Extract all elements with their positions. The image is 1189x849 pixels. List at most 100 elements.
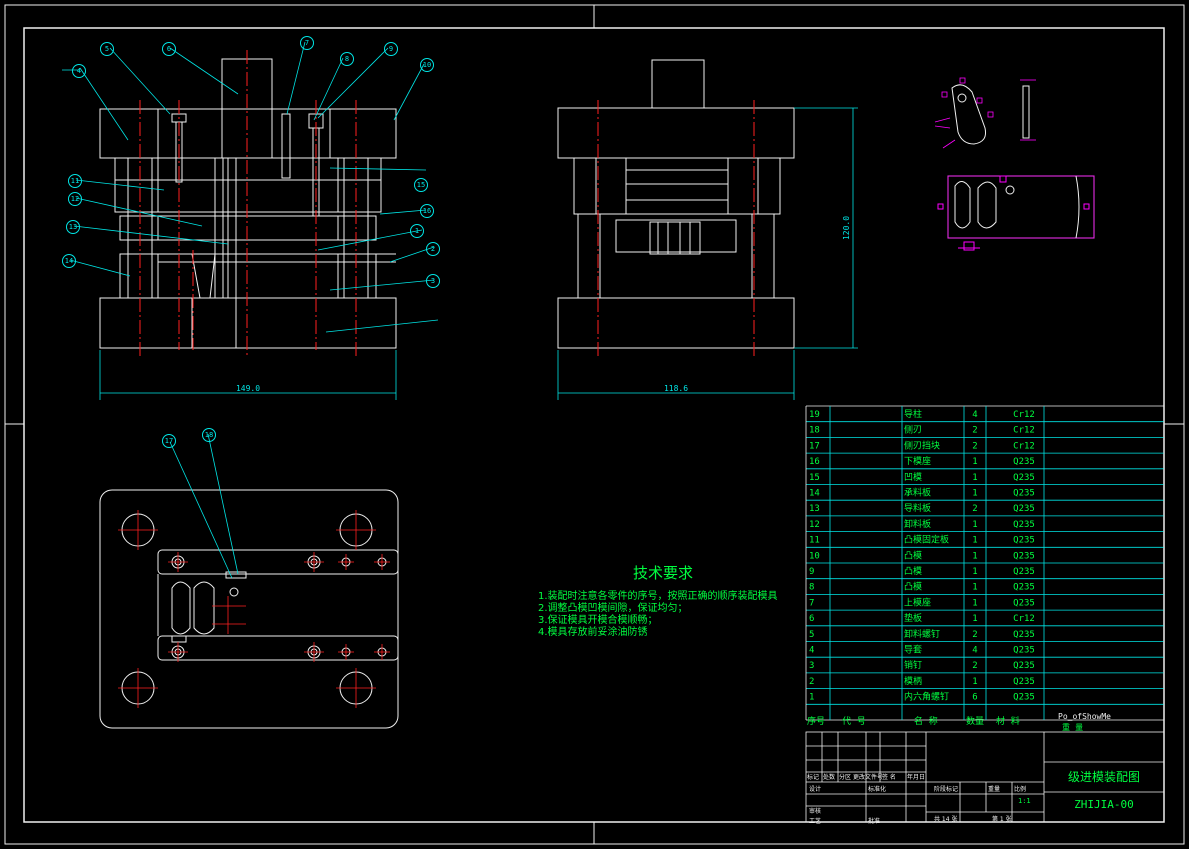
- bom-header-weight: 重 量: [1062, 723, 1084, 732]
- bom-row-5-no: 5: [809, 630, 814, 640]
- title-block-label: 年月日: [907, 774, 926, 781]
- bom-row-16-name: 下模座: [904, 455, 931, 467]
- title-block-label: 更改文件号: [853, 774, 884, 781]
- callout-6: 6: [162, 42, 176, 56]
- callout-11: 11: [68, 174, 82, 188]
- bom-row-3-material: Q235: [1013, 661, 1035, 671]
- bom-row-7-name: 上模座: [904, 596, 931, 608]
- bom-row-7-qty: 1: [972, 598, 977, 608]
- bom-row-2-qty: 1: [972, 677, 977, 687]
- tech-requirement-3: 3.保证模具开模合模顺畅；: [538, 615, 658, 626]
- bom-row-1-qty: 6: [972, 693, 977, 703]
- callout-3: 3: [426, 274, 440, 288]
- material-blank: Po_ofShowMe: [1058, 712, 1111, 721]
- bom-row-7-no: 7: [809, 598, 814, 608]
- bom-row-17-no: 17: [809, 441, 820, 451]
- bom-row-11-material: Q235: [1013, 536, 1035, 546]
- bom-row-5-material: Q235: [1013, 630, 1035, 640]
- bom-row-14-material: Q235: [1013, 489, 1035, 499]
- bom-row-9-name: 凸模: [904, 566, 922, 577]
- side-width-dimension: 118.6: [664, 384, 688, 393]
- bom-header-material: 材 料: [996, 717, 1020, 727]
- callout-5: 5: [100, 42, 114, 56]
- bom-row-18-no: 18: [809, 426, 820, 436]
- bom-row-10-name: 凸模: [904, 550, 922, 561]
- callout-4: 4: [72, 64, 86, 78]
- bom-row-6-no: 6: [809, 614, 814, 624]
- bom-row-15-no: 15: [809, 473, 820, 483]
- bom-row-5-qty: 2: [972, 630, 977, 640]
- bom-row-11-qty: 1: [972, 536, 977, 546]
- bom-row-3-name: 销钉: [904, 659, 922, 671]
- bom-row-1-name: 内六角螺钉: [904, 691, 949, 703]
- callout-7: 7: [300, 36, 314, 50]
- bom-row-15-material: Q235: [1013, 473, 1035, 483]
- bom-row-13-name: 导料板: [904, 502, 931, 514]
- bom-header-code: 代 号: [842, 717, 866, 727]
- tech-requirements: 技术要求 1.装配时注意各零件的序号，按照正确的顺序装配模具 2.调整凸模凹模间…: [538, 562, 828, 639]
- title-block-label: 比例: [1014, 786, 1027, 793]
- bom-row-13-material: Q235: [1013, 504, 1035, 514]
- plan-callout-17: 17: [162, 434, 176, 448]
- title-block-label: 批准: [868, 818, 881, 825]
- bom-row-11-no: 11: [809, 536, 820, 546]
- front-width-dimension: 149.0: [236, 384, 260, 393]
- bom-row-8-no: 8: [809, 583, 814, 593]
- callout-10: 10: [420, 58, 434, 72]
- title-block-label: 分区: [839, 774, 852, 781]
- bom-row-3-qty: 2: [972, 661, 977, 671]
- bom-row-1-material: Q235: [1013, 693, 1035, 703]
- bom-row-14-qty: 1: [972, 489, 977, 499]
- bom-row-7-material: Q235: [1013, 598, 1035, 608]
- tech-requirement-1: 1.装配时注意各零件的序号，按照正确的顺序装配模具: [538, 591, 778, 602]
- bom-row-11-name: 凸模固定板: [904, 534, 949, 546]
- bom-row-2-no: 2: [809, 677, 814, 687]
- bom-row-10-material: Q235: [1013, 551, 1035, 561]
- callout-15: 15: [414, 178, 428, 192]
- callout-16: 16: [420, 204, 434, 218]
- bom-row-14-name: 承料板: [904, 487, 931, 499]
- tech-requirements-heading: 技术要求: [632, 564, 693, 582]
- bom-header-name: 名 称: [914, 717, 938, 727]
- title-block-label: 审核: [809, 808, 822, 815]
- title-block-lines: [805, 731, 1165, 823]
- side-dimensions: [557, 107, 858, 400]
- bom-row-1-no: 1: [809, 693, 814, 703]
- bom-row-6-name: 垫板: [904, 612, 922, 624]
- bom-row-4-qty: 4: [972, 646, 977, 656]
- bom-row-19-name: 导柱: [904, 408, 922, 420]
- callout-13: 13: [66, 220, 80, 234]
- front-leaders: [62, 41, 439, 333]
- bom-row-9-material: Q235: [1013, 567, 1035, 577]
- bom-row-15-qty: 1: [972, 473, 977, 483]
- bom-row-17-qty: 2: [972, 441, 977, 451]
- title-block-label: 工艺: [809, 818, 822, 825]
- bom-row-2-name: 模柄: [904, 675, 922, 687]
- bom-row-15-name: 凹模: [904, 472, 922, 483]
- title-block-label: 重量: [988, 786, 1001, 793]
- bom-row-13-no: 13: [809, 504, 820, 514]
- bom-row-6-material: Cr12: [1013, 614, 1035, 624]
- bom-row-8-name: 凸模: [904, 582, 922, 593]
- tech-requirement-2: 2.调整凸模凹模间隙，保证均匀；: [538, 603, 688, 614]
- callout-1: 1: [410, 224, 424, 238]
- bom-row-8-qty: 1: [972, 583, 977, 593]
- side-centerlines: [597, 100, 755, 356]
- bom-row-12-name: 卸料板: [904, 518, 931, 530]
- title-block-label: 标准化: [868, 786, 887, 793]
- bom-row-4-no: 4: [809, 646, 814, 656]
- bom-row-10-no: 10: [809, 551, 820, 561]
- bom-row-6-qty: 1: [972, 614, 977, 624]
- bom-row-12-material: Q235: [1013, 520, 1035, 530]
- plan-view: [99, 433, 399, 729]
- bom-row-19-material: Cr12: [1013, 410, 1035, 420]
- bom-row-19-qty: 4: [972, 410, 977, 420]
- side-height-dimension: 120.0: [842, 216, 851, 240]
- bom-row-9-no: 9: [809, 567, 814, 577]
- title-block-label: 阶段标记: [934, 786, 959, 793]
- callout-14: 14: [62, 254, 76, 268]
- title-block-label: 处数: [823, 774, 836, 781]
